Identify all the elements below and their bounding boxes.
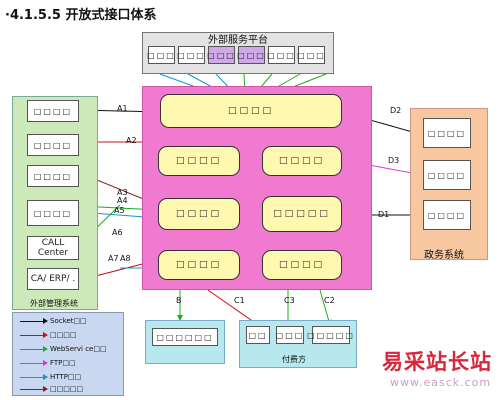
edge-label-d1: D1 <box>378 210 390 219</box>
bottom-left-box[interactable]: □□□□□□ <box>152 328 218 346</box>
government-system-label: 政务系统 <box>424 250 464 261</box>
legend-item-ftp: FTP□□ <box>20 358 120 368</box>
platform-box-1[interactable]: □□□ <box>147 46 175 64</box>
external-management-label: 外部管理系统 <box>30 299 78 308</box>
edge-label-a4: A4 <box>117 196 128 205</box>
edge-label-a3: A3 <box>117 188 128 197</box>
payer-box-2[interactable]: □□□ <box>276 326 304 344</box>
center-module-3[interactable]: □□□□ <box>262 146 342 176</box>
edge-label-c1: C1 <box>234 296 245 305</box>
edge-label-c3: C3 <box>284 296 295 305</box>
right-box-3[interactable]: □□□□ <box>423 200 471 230</box>
legend <box>12 312 124 396</box>
external-service-platform-label: 外部服务平台 <box>208 35 268 46</box>
edge-label-a8: A8 <box>120 254 131 263</box>
edge-label-a7: A7 <box>108 254 119 263</box>
legend-item-6: □□□□□ <box>20 384 120 394</box>
edge-label-d2: D2 <box>390 106 402 115</box>
center-module-2[interactable]: □□□□ <box>158 146 240 176</box>
center-module-top[interactable]: □□□□ <box>160 94 342 128</box>
left-box-4[interactable]: □□□□ <box>27 200 79 226</box>
legend-item-2: □□□□ <box>20 330 120 340</box>
payer-label: 付费方 <box>282 355 306 364</box>
left-box-1[interactable]: □□□□ <box>27 100 79 122</box>
center-module-6[interactable]: □□□□ <box>158 250 240 280</box>
watermark-url: www.easck.com <box>390 376 492 389</box>
platform-box-2[interactable]: □□□ <box>177 46 205 64</box>
platform-box-6[interactable]: □□□ <box>297 46 325 64</box>
edge-label-a5: A5 <box>114 206 125 215</box>
payer-box-1[interactable]: □□ <box>246 326 270 344</box>
center-module-5[interactable]: □□□□□ <box>262 196 342 232</box>
legend-item-socket: Socket□□ <box>20 316 120 326</box>
page-title: ·4.1.5.5 开放式接口体系 <box>5 8 157 23</box>
watermark-logo: 易采站长站 <box>382 350 492 374</box>
payer-box-3[interactable]: □□□□□ <box>307 326 353 344</box>
edge-label-c2: C2 <box>324 296 335 305</box>
ca-erp-box[interactable]: CA/ ERP/ . <box>27 268 79 290</box>
edge-label-a6: A6 <box>112 228 123 237</box>
edge-label-b: B <box>176 296 182 305</box>
right-box-1[interactable]: □□□□ <box>423 118 471 148</box>
platform-box-4[interactable]: □□□ <box>237 46 265 64</box>
edge-label-d3: D3 <box>388 156 400 165</box>
edge-label-a2: A2 <box>126 136 137 145</box>
call-center-box[interactable]: CALL Center <box>27 236 79 260</box>
platform-box-5[interactable]: □□□ <box>267 46 295 64</box>
legend-item-http: HTTP□□ <box>20 372 120 382</box>
right-box-2[interactable]: □□□□ <box>423 160 471 190</box>
edge-label-a1: A1 <box>117 104 128 113</box>
center-module-7[interactable]: □□□□ <box>262 250 342 280</box>
center-module-4[interactable]: □□□□ <box>158 198 240 230</box>
platform-box-3[interactable]: □□□ <box>207 46 235 64</box>
left-box-2[interactable]: □□□□ <box>27 134 79 156</box>
left-box-3[interactable]: □□□□ <box>27 165 79 187</box>
legend-item-webservice: WebServi ce□□ <box>20 344 120 354</box>
